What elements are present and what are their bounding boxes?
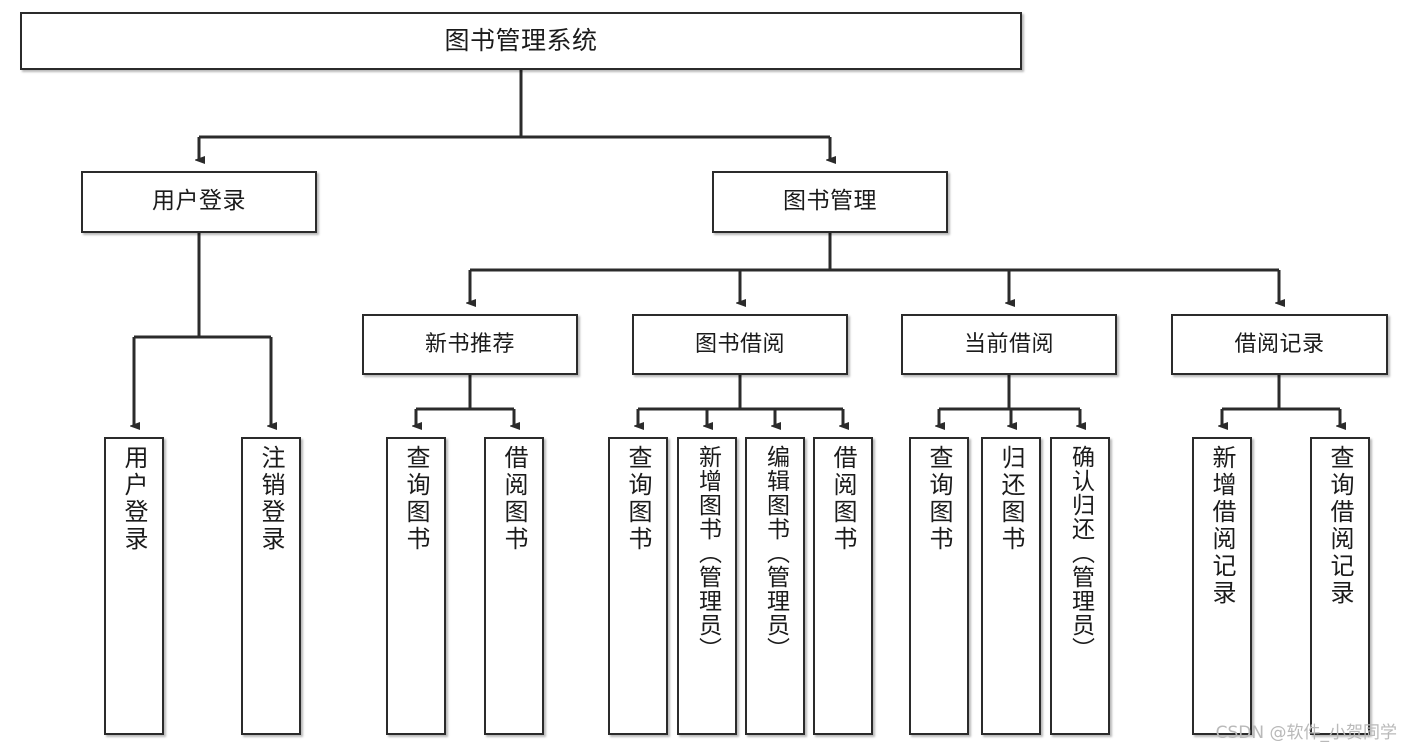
node-leaf-cur-return-label: 归还图书 bbox=[997, 445, 1025, 553]
node-leaf-borrow-do-label: 借阅图书 bbox=[829, 445, 857, 553]
node-leaf-cur-query-label: 查询图书 bbox=[925, 445, 953, 553]
node-leaf-cur-confirm[interactable]: 确认归还（管理员） bbox=[1050, 437, 1110, 735]
node-leaf-user-login[interactable]: 用户登录 bbox=[104, 437, 164, 735]
node-book-manage-label: 图书管理 bbox=[783, 188, 877, 215]
node-leaf-user-logout-label: 注销登录 bbox=[257, 445, 285, 553]
node-leaf-cur-query[interactable]: 查询图书 bbox=[909, 437, 969, 735]
node-leaf-user-login-label: 用户登录 bbox=[120, 445, 148, 553]
node-leaf-borrow-add[interactable]: 新增图书（管理员） bbox=[677, 437, 737, 735]
node-book-borrow[interactable]: 图书借阅 bbox=[632, 314, 848, 375]
node-leaf-user-logout[interactable]: 注销登录 bbox=[241, 437, 301, 735]
node-leaf-rec-query[interactable]: 查询图书 bbox=[386, 437, 446, 735]
node-borrow-record-label: 借阅记录 bbox=[1234, 331, 1325, 357]
csdn-watermark: CSDN @软件_小贺同学 bbox=[1215, 723, 1397, 743]
node-new-book-rec[interactable]: 新书推荐 bbox=[362, 314, 578, 375]
node-user-login[interactable]: 用户登录 bbox=[81, 171, 317, 233]
node-leaf-borrow-query-label: 查询图书 bbox=[624, 445, 652, 553]
node-root[interactable]: 图书管理系统 bbox=[20, 12, 1022, 70]
node-book-borrow-label: 图书借阅 bbox=[694, 331, 785, 357]
node-leaf-rec-borrow[interactable]: 借阅图书 bbox=[484, 437, 544, 735]
node-leaf-rec-query-label: 查询图书 bbox=[402, 445, 430, 553]
node-leaf-borrow-edit-label: 编辑图书（管理员） bbox=[762, 445, 789, 661]
node-current-borrow-label: 当前借阅 bbox=[963, 331, 1054, 357]
node-user-login-label: 用户登录 bbox=[152, 188, 246, 215]
node-leaf-borrow-do[interactable]: 借阅图书 bbox=[813, 437, 873, 735]
node-leaf-cur-return[interactable]: 归还图书 bbox=[981, 437, 1041, 735]
node-leaf-borrow-add-label: 新增图书（管理员） bbox=[694, 445, 721, 661]
node-leaf-borrow-query[interactable]: 查询图书 bbox=[608, 437, 668, 735]
node-leaf-rec-add[interactable]: 新增借阅记录 bbox=[1192, 437, 1252, 735]
node-book-manage[interactable]: 图书管理 bbox=[712, 171, 948, 233]
node-root-label: 图书管理系统 bbox=[444, 26, 598, 56]
node-leaf-borrow-edit[interactable]: 编辑图书（管理员） bbox=[745, 437, 805, 735]
node-leaf-rec-search[interactable]: 查询借阅记录 bbox=[1310, 437, 1370, 735]
node-leaf-cur-confirm-label: 确认归还（管理员） bbox=[1067, 445, 1094, 661]
node-leaf-rec-borrow-label: 借阅图书 bbox=[500, 445, 528, 553]
node-new-book-rec-label: 新书推荐 bbox=[424, 331, 515, 357]
node-leaf-rec-add-label: 新增借阅记录 bbox=[1208, 445, 1236, 607]
node-leaf-rec-search-label: 查询借阅记录 bbox=[1326, 445, 1354, 607]
node-borrow-record[interactable]: 借阅记录 bbox=[1171, 314, 1388, 375]
node-current-borrow[interactable]: 当前借阅 bbox=[901, 314, 1117, 375]
